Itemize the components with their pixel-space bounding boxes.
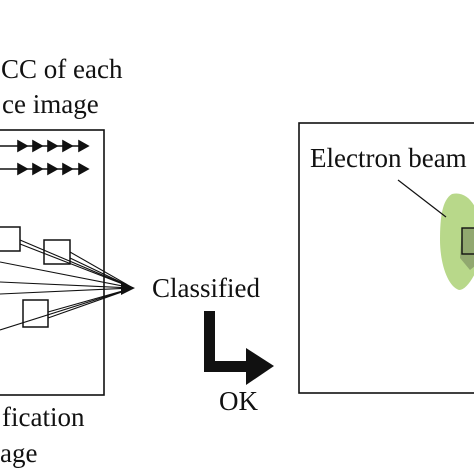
- scan-arrows-row-1: [0, 139, 90, 153]
- scan-arrows-row-2: [0, 162, 90, 176]
- template-box-1: [0, 226, 21, 252]
- beam-pointer-line: [397, 179, 447, 218]
- bottom-caption-line-2: age: [0, 438, 38, 468]
- template-box-3: [22, 299, 49, 328]
- electron-beam-label: Electron beam: [310, 143, 467, 173]
- convergence-arrowhead: [121, 282, 135, 295]
- ok-label: OK: [219, 386, 258, 416]
- matched-box: [461, 227, 474, 255]
- top-caption-line-1: CC of each: [1, 54, 123, 84]
- bottom-caption-line-1: fication: [2, 402, 85, 432]
- top-caption-line-2: ce image: [2, 89, 99, 119]
- reference-image-frame: [0, 129, 105, 396]
- result-image-frame: [298, 122, 474, 394]
- electron-beam-region: [440, 193, 474, 290]
- bent-flow-arrow: [204, 311, 274, 385]
- classified-label: Classified: [152, 273, 260, 303]
- converging-lines: [0, 239, 134, 331]
- beam-overlap-region: [460, 228, 474, 270]
